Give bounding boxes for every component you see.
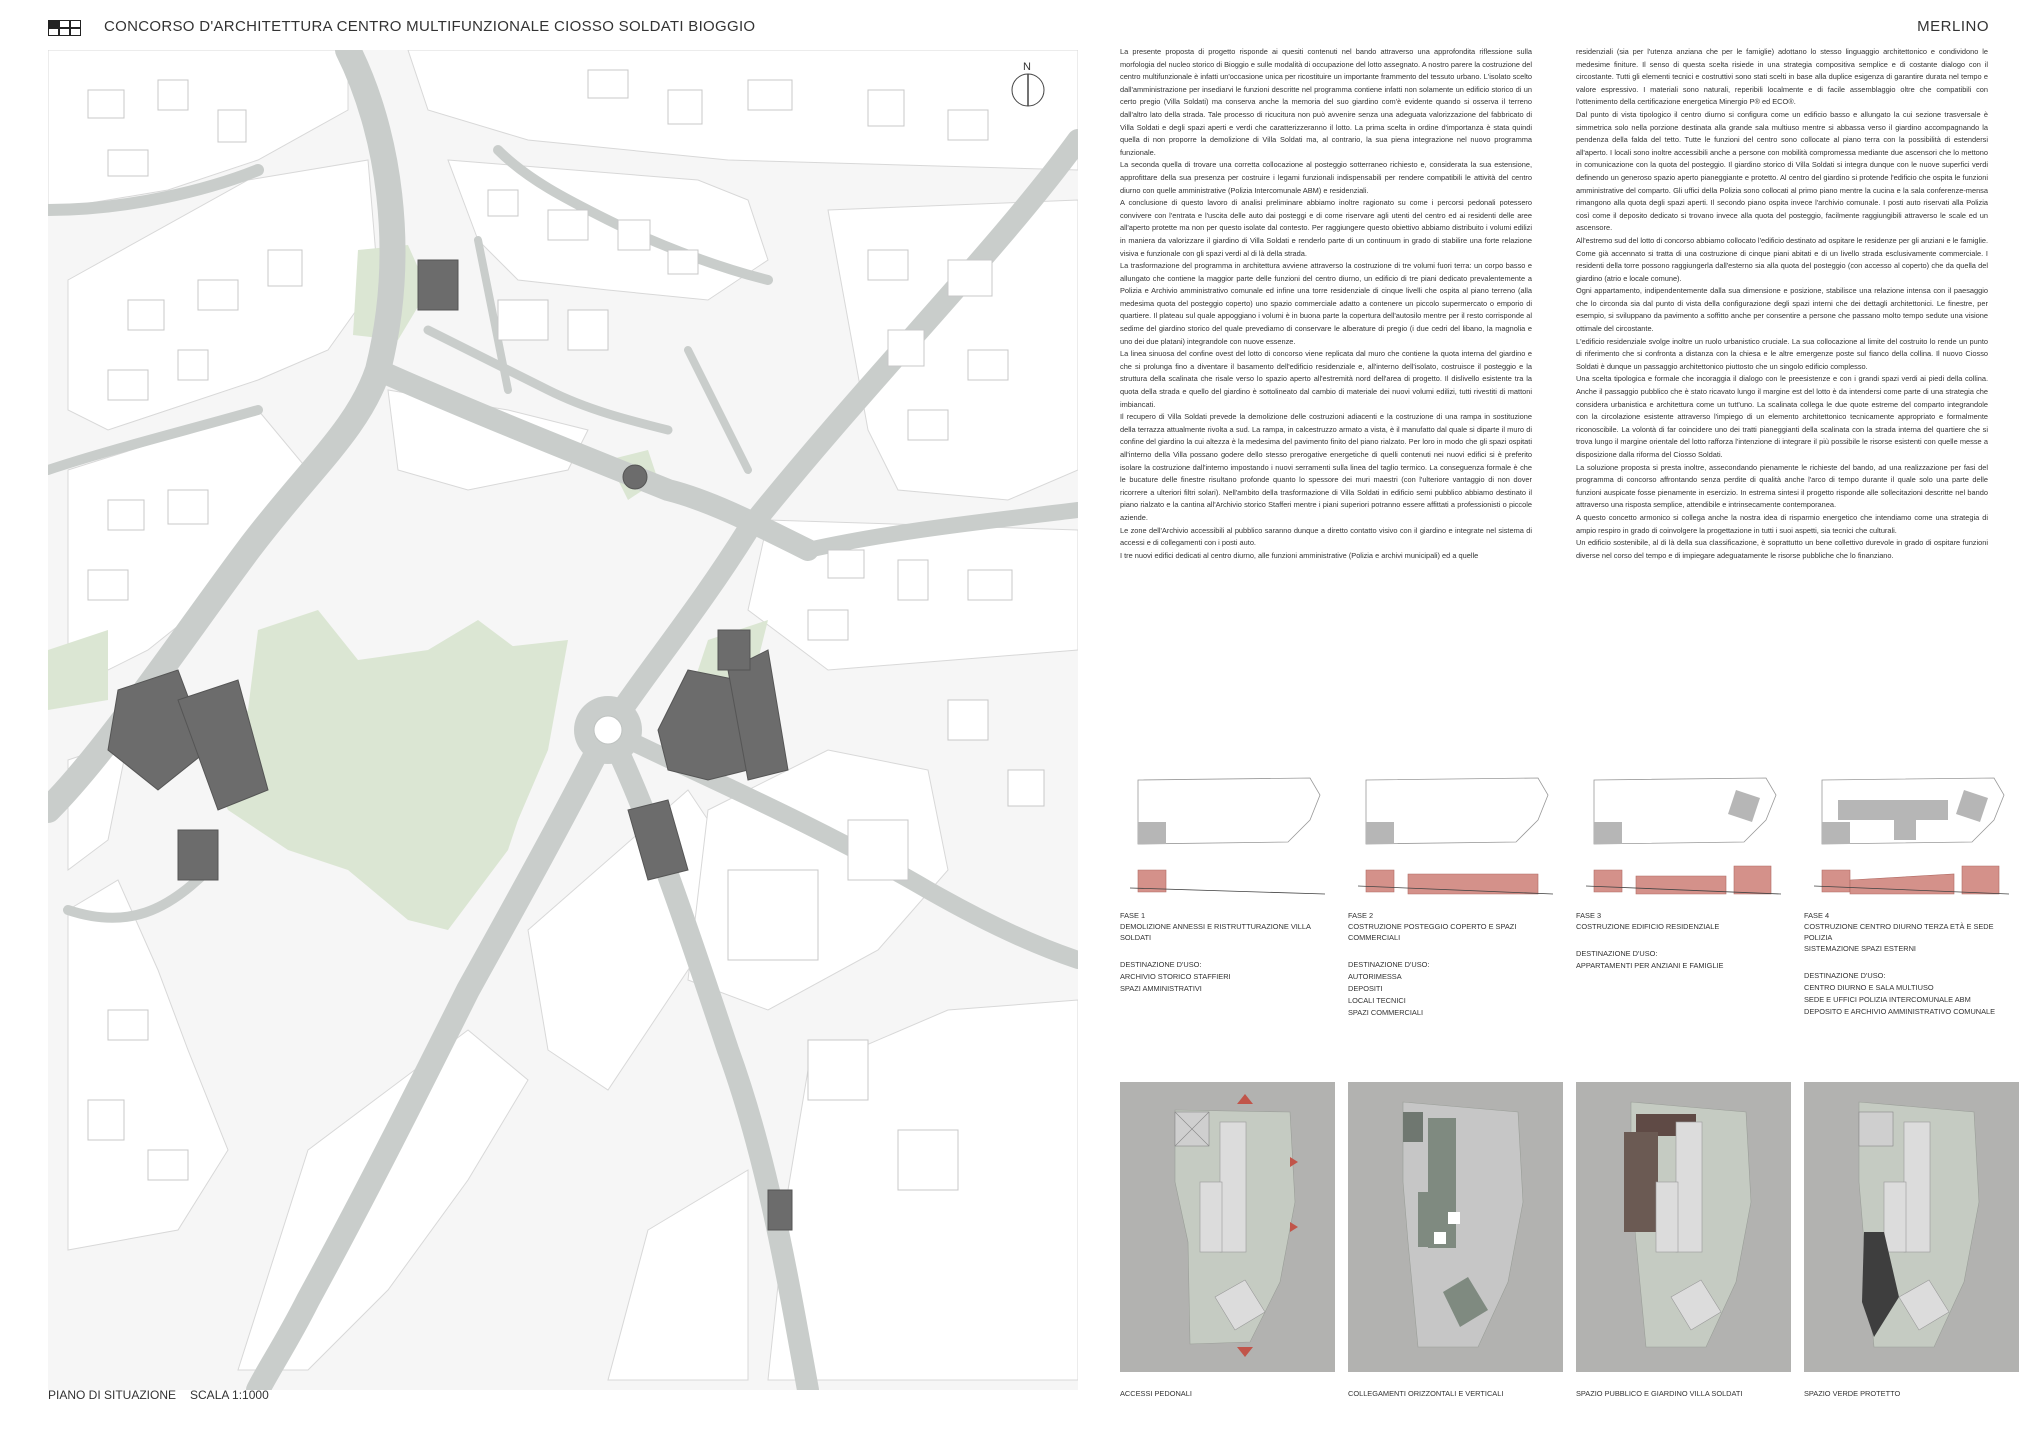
diagram-public-space [1576,1082,1791,1372]
phase-3-drawing [1585,777,1782,895]
paragraph: A questo concetto armonico si collega an… [1576,512,1988,535]
paragraph: Una scelta tipologica e formale che inco… [1576,374,1988,459]
paragraph: A conclusione di questo lavoro di analis… [1120,198,1532,258]
paragraph: Ogni appartamento, indipendentemente dal… [1576,286,1988,334]
phase-3-destination: DESTINAZIONE D'USO: APPARTAMENTI PER ANZ… [1576,949,1724,970]
north-arrow-icon [1011,73,1045,107]
paragraph: La seconda quella di trovare una corrett… [1120,160,1532,195]
phase-2: FASE 2 COSTRUZIONE POSTEGGIO COPERTO E S… [1348,770,1563,1019]
phase-2-label: FASE 2 COSTRUZIONE POSTEGGIO COPERTO E S… [1348,911,1517,942]
phase-4-drawing [1813,777,2010,895]
phase-3-label: FASE 3 COSTRUZIONE EDIFICIO RESIDENZIALE [1576,911,1720,931]
diagram-caption-1: ACCESSI PEDONALI [1120,1389,1192,1398]
paragraph: La linea sinuosa del confine ovest del l… [1120,349,1532,409]
paragraph: All'estremo sud del lotto di concorso ab… [1576,235,1988,283]
diagram-caption-2: COLLEGAMENTI ORIZZONTALI E VERTICALI [1348,1389,1504,1398]
plan-caption-title: PIANO DI SITUAZIONE [48,1388,177,1402]
plan-scale: SCALA 1:1000 [190,1388,269,1402]
site-plan-map: N [48,50,1078,1390]
paragraph: Dal punto di vista tipologico il centro … [1576,109,1988,233]
project-logo-icon [48,20,81,36]
project-buildings [107,259,793,1231]
phase-1-destination: DESTINAZIONE D'USO: ARCHIVIO STORICO STA… [1120,960,1231,993]
paragraph: L'edificio residenziale svolge inoltre u… [1576,336,1988,371]
description-column-2: residenziali (sia per l'utenza anziana c… [1576,46,1988,562]
phase-1-label: FASE 1 DEMOLIZIONE ANNESSI E RISTRUTTURA… [1120,911,1311,942]
paragraph: La soluzione proposta si presta inoltre,… [1576,462,1988,510]
paragraph: Un edificio sostenibile, al di là della … [1576,538,1988,560]
phase-1-drawing [1129,777,1326,895]
phase-4-label: FASE 4 COSTRUZIONE CENTRO DIURNO TERZA E… [1804,911,1994,953]
diagram-caption-3: SPAZIO PUBBLICO E GIARDINO VILLA SOLDATI [1576,1389,1743,1398]
roundabout-island [593,715,623,745]
diagram-pedestrian-access [1120,1082,1335,1372]
phase-1: FASE 1 DEMOLIZIONE ANNESSI E RISTRUTTURA… [1120,770,1335,995]
phase-4: FASE 4 COSTRUZIONE CENTRO DIURNO TERZA E… [1804,770,2019,1018]
page-title: CONCORSO D'ARCHITETTURA CENTRO MULTIFUNZ… [104,18,756,35]
phase-2-destination: DESTINAZIONE D'USO: AUTORIMESSA DEPOSITI… [1348,960,1430,1017]
north-label: N [1023,61,1031,73]
phase-3: FASE 3 COSTRUZIONE EDIFICIO RESIDENZIALE… [1576,770,1791,972]
phase-2-drawing [1357,777,1554,895]
paragraph: La presente proposta di progetto rispond… [1120,47,1532,157]
building-outlines [87,69,1045,1191]
diagram-connections [1348,1082,1563,1372]
paragraph: La trasformazione del programma in archi… [1120,261,1532,346]
diagram-protected-green [1804,1082,2019,1372]
paragraph: Il recupero di Villa Soldati prevede la … [1120,412,1532,522]
diagram-caption-4: SPAZIO VERDE PROTETTO [1804,1389,1901,1398]
paragraph: I tre nuovi edifici dedicati al centro d… [1120,550,1479,560]
paragraph: residenziali (sia per l'utenza anziana c… [1576,47,1988,107]
paragraph: Le zone dell'Archivio accessibili al pub… [1120,525,1532,548]
phase-4-destination: DESTINAZIONE D'USO: CENTRO DIURNO E SALA… [1804,971,1996,1016]
plan-caption: PIANO DI SITUAZIONE SCALA 1:1000 [48,1388,283,1402]
author-label: MERLINO [1917,18,1989,35]
description-column-1: La presente proposta di progetto rispond… [1120,46,1532,562]
